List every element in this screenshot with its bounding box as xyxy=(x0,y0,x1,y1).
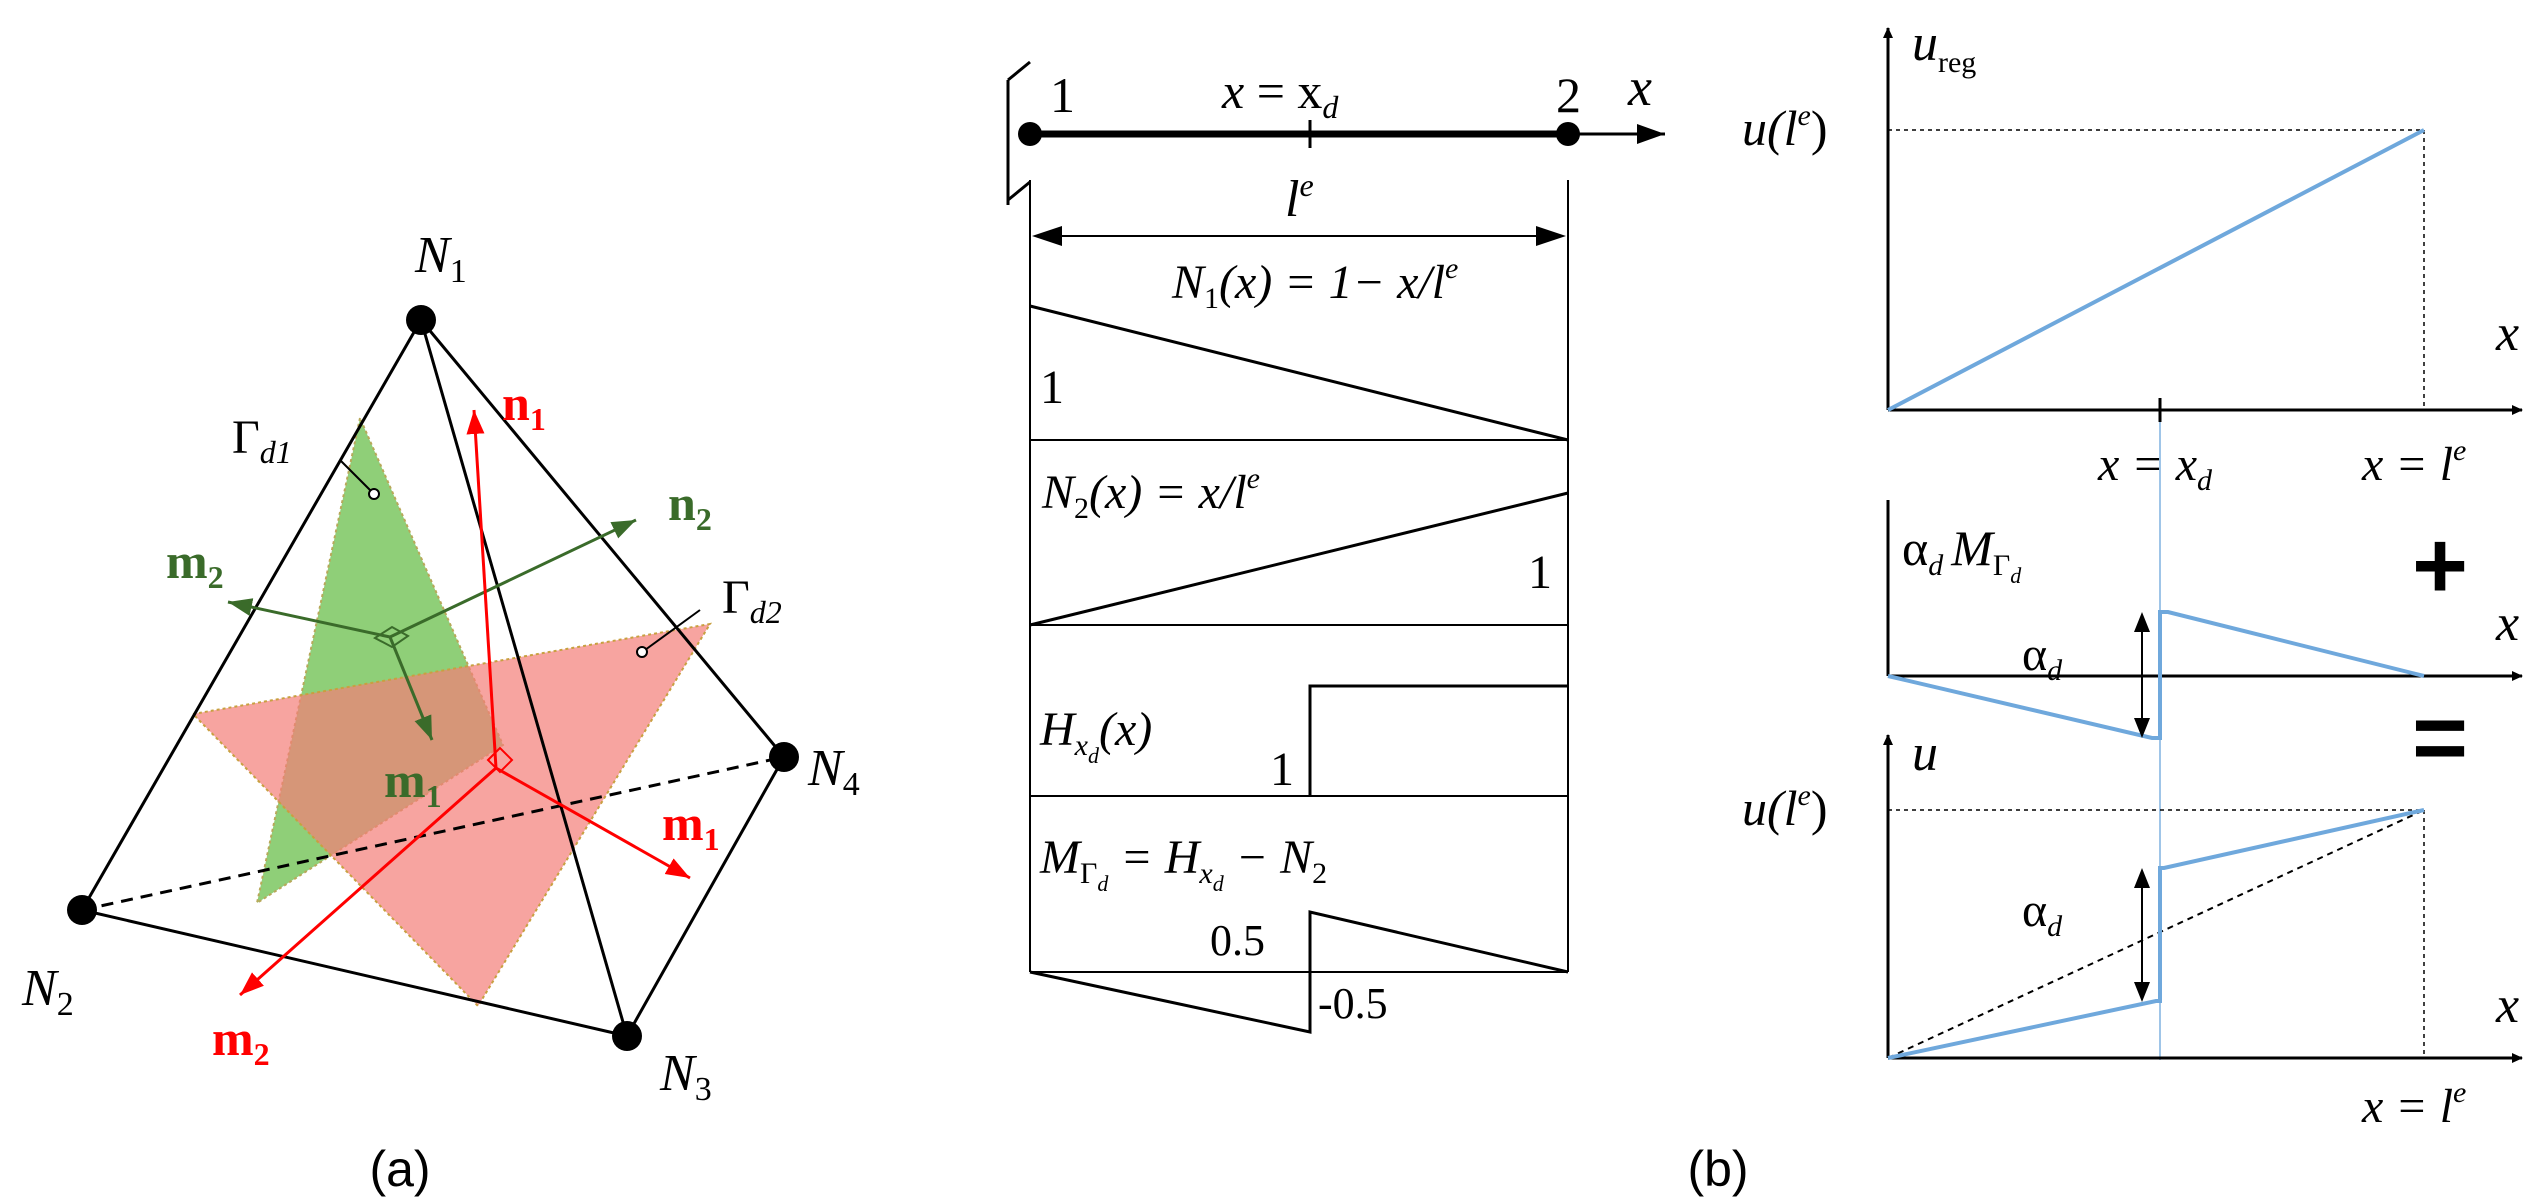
mid-curve xyxy=(1887,610,2425,740)
le-arrow-left xyxy=(1032,226,1062,246)
top-xtick-le: x = le xyxy=(2361,434,2466,491)
mid-xlabel: x xyxy=(2495,595,2519,652)
green-m2-label: m2 xyxy=(166,533,224,595)
le-label: le xyxy=(1285,167,1314,228)
h-value: 1 xyxy=(1270,743,1294,796)
gamma-d2-surface xyxy=(190,622,712,1008)
red-m2-arrow xyxy=(239,766,497,997)
top-curve xyxy=(1887,128,2425,412)
edge-n1-n4 xyxy=(419,319,786,758)
beam-node-1-label: 1 xyxy=(1050,67,1075,123)
green-m1-arrow xyxy=(388,636,434,741)
mid-jump-arrow-down xyxy=(2134,718,2150,738)
green-n2-label: n2 xyxy=(668,475,712,537)
gamma-d2-label: Γd2 xyxy=(722,571,782,630)
beam-node-2 xyxy=(1556,122,1580,146)
red-m1-label: m1 xyxy=(662,795,720,857)
top-xtick-xd: x = xd xyxy=(2097,438,2213,497)
bot-regular-line xyxy=(1887,809,2425,1059)
top-ytick: u(le) xyxy=(1742,99,1828,156)
bot-curve xyxy=(1887,808,2425,1060)
panel-a-caption: (a) xyxy=(369,1141,430,1197)
n2-expression: N2(x) = x/le xyxy=(1041,462,1260,525)
mid-jump-arrow-up xyxy=(2134,612,2150,632)
edge-n2-n3 xyxy=(81,908,628,1038)
n1-expression: N1(x) = 1− x/le xyxy=(1171,252,1458,315)
red-m2-label: m2 xyxy=(212,1010,270,1072)
bot-jump-arrow-up xyxy=(2134,868,2150,888)
clamp-hatch-1 xyxy=(1007,60,1031,82)
edge-n3-n4 xyxy=(625,756,786,1037)
node-n4 xyxy=(769,742,799,772)
n2-value: 1 xyxy=(1528,546,1552,599)
red-n1-label: n1 xyxy=(502,375,546,437)
green-m1-label: m1 xyxy=(384,752,442,814)
plus-operator: + xyxy=(2412,512,2468,619)
bot-ytick: u(le) xyxy=(1742,779,1828,836)
node-n3-label: N3 xyxy=(659,1045,712,1108)
node-n4-label: N4 xyxy=(807,740,860,803)
le-arrow-right xyxy=(1536,226,1566,246)
bot-xlabel: x xyxy=(2495,977,2519,1034)
green-frame-marker xyxy=(373,625,410,649)
gamma-d1-leader xyxy=(339,459,373,493)
bot-jump-arrow-down xyxy=(2134,982,2150,1002)
beam-xd-label: x = xd xyxy=(1221,63,1339,125)
top-ylabel: ureg xyxy=(1912,15,1976,79)
node-n1 xyxy=(406,305,436,335)
panel-a: N1 N2 N3 N4 Γd1 Γd2 n2 m2 m1 n1 m1 m2 (a… xyxy=(21,227,860,1197)
gamma-d2-pointer xyxy=(636,646,648,658)
node-n2-label: N2 xyxy=(21,960,74,1023)
bot-jump-label: αd xyxy=(2022,884,2063,943)
bot-xtick-le: x = le xyxy=(2361,1076,2466,1133)
n1-curve xyxy=(1029,304,1569,442)
panel-b-beam: 1 2 x x = xd le N1(x) = 1− x/le 1 N2(x) … xyxy=(1006,57,1749,1197)
equals-operator: = xyxy=(2412,684,2468,791)
node-n3 xyxy=(612,1021,642,1051)
node-n1-label: N1 xyxy=(414,227,467,290)
red-n1-arrow xyxy=(466,409,498,769)
h-expression: Hxd(x) xyxy=(1039,703,1152,768)
m-top-value: 0.5 xyxy=(1210,916,1265,965)
n1-value: 1 xyxy=(1040,361,1064,414)
m-bottom-value: -0.5 xyxy=(1318,979,1388,1028)
panel-b-caption: (b) xyxy=(1687,1141,1748,1197)
gamma-d2-leader xyxy=(644,609,701,651)
m-expression: MΓd = Hxd − N2 xyxy=(1039,831,1327,896)
beam-node-1 xyxy=(1018,122,1042,146)
red-m1-arrow xyxy=(495,766,691,880)
edge-n1-n3 xyxy=(419,319,629,1037)
mid-jump-label: αd xyxy=(2022,628,2063,687)
top-xlabel: x xyxy=(2495,305,2519,362)
node-n2 xyxy=(67,895,97,925)
gamma-d1-label: Γd1 xyxy=(232,411,292,470)
gamma-d1-pointer xyxy=(368,488,380,500)
green-m2-arrow xyxy=(227,598,391,639)
green-n2-arrow xyxy=(389,518,637,639)
n2-curve xyxy=(1029,491,1569,627)
bot-ylabel: u xyxy=(1912,725,1938,782)
clamp-hatch-2 xyxy=(1007,180,1031,202)
beam-x-axis-label: x xyxy=(1627,57,1652,117)
beam-node-2-label: 2 xyxy=(1556,67,1581,123)
h-curve xyxy=(1308,684,1568,796)
